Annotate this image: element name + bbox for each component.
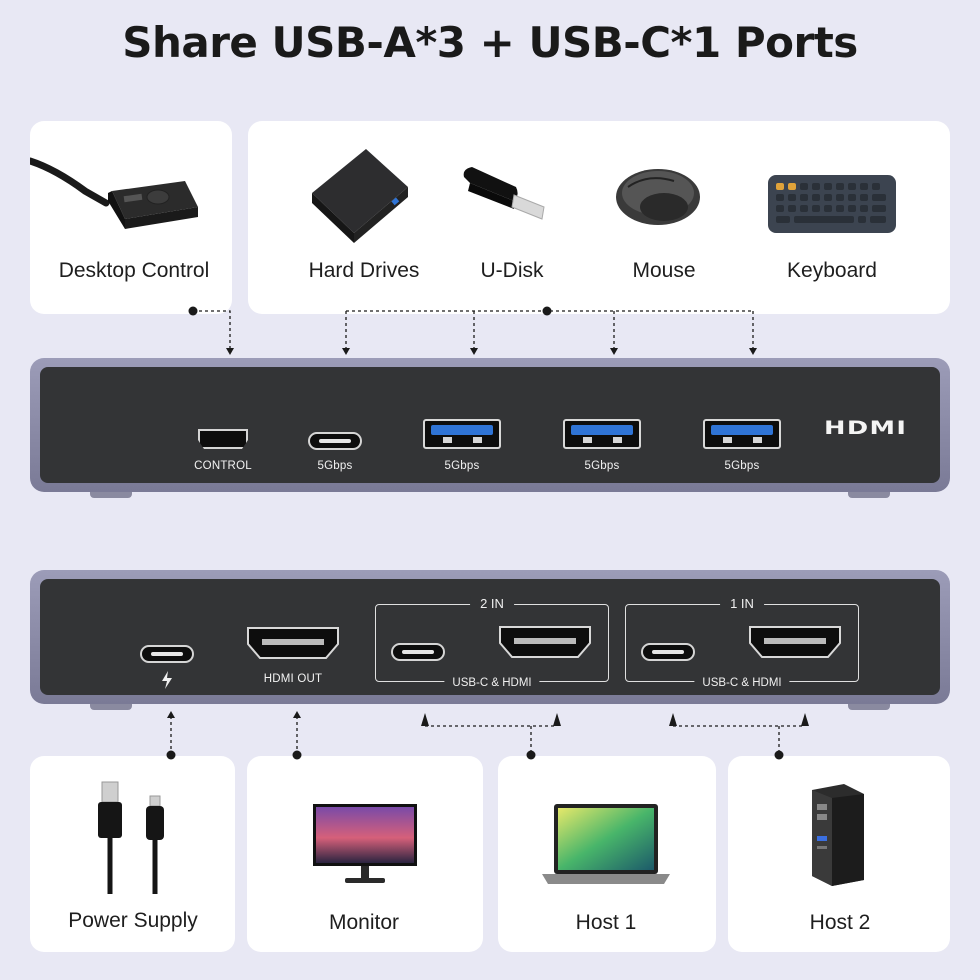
desktop-control-label: Desktop Control [58,259,210,282]
host1-label: Host 1 [575,911,637,934]
usb-devices-card: Hard Drives U-Disk Mouse Keyboard [248,121,950,314]
input-1-usb-c-port [641,643,695,661]
power-usb-c-port [140,645,194,663]
usb-a-port-1-label: 5Gbps [444,460,480,472]
power-cable-icon [98,781,164,894]
lightning-bolt-icon [162,671,172,689]
usb-a-port-1 [423,419,501,449]
input-group-2-title: 2 IN [470,596,514,611]
mouse-label: Mouse [632,259,696,282]
keyboard-label: Keyboard [787,259,877,282]
hdmi-logo: HDMI [824,417,908,439]
rear-panel: HDMI OUT 2 IN USB-C & HDMI 1 IN USB-C & … [30,570,950,704]
desktop-control-card: Desktop Control [30,121,232,314]
input-2-usb-c-port [391,643,445,661]
power-supply-card: Power Supply [30,756,235,952]
hard-drives-label: Hard Drives [308,259,420,282]
u-disk-label: U-Disk [480,259,544,282]
usb-a-port-3-label: 5Gbps [724,460,760,472]
hard-drive-icon [312,149,408,243]
input-2-hdmi-port [499,626,591,658]
desktop-tower-icon [812,784,864,886]
hdmi-out-label: HDMI OUT [263,673,323,685]
host2-card: Host 2 [728,756,950,952]
hdmi-out-port [247,627,339,659]
desktop-control-icon [30,157,198,229]
page-title: Share USB-A*3 + USB-C*1 Ports [122,18,858,67]
input-group-1-subtitle: USB-C & HDMI [694,677,790,689]
usb-a-port-2 [563,419,641,449]
mouse-icon [616,169,700,225]
front-panel-face: CONTROL 5Gbps 5Gbps 5Gbps 5Gbps HDMI [40,367,940,483]
input-group-1-title: 1 IN [720,596,764,611]
rear-foot-left [90,704,132,710]
input-group-1: 1 IN USB-C & HDMI [625,596,859,689]
monitor-card: Monitor [247,756,483,952]
power-supply-label: Power Supply [68,909,198,932]
front-foot-right [848,492,890,498]
input-1-hdmi-port [749,626,841,658]
front-foot-left [90,492,132,498]
laptop-icon [542,804,670,884]
rear-foot-right [848,704,890,710]
rear-panel-face: HDMI OUT 2 IN USB-C & HDMI 1 IN USB-C & … [40,579,940,695]
usb-flash-drive-icon [463,167,545,220]
front-usb-c-label: 5Gbps [317,460,353,472]
host1-card: Host 1 [498,756,716,952]
control-mini-usb-port [198,429,248,449]
usb-a-port-3 [703,419,781,449]
usb-a-port-2-label: 5Gbps [584,460,620,472]
monitor-icon [313,804,417,883]
host2-label: Host 2 [809,911,871,934]
monitor-label: Monitor [328,911,400,934]
front-panel: CONTROL 5Gbps 5Gbps 5Gbps 5Gbps HDMI [30,358,950,492]
keyboard-icon [768,175,896,233]
front-usb-c-port [308,432,362,450]
input-group-2: 2 IN USB-C & HDMI [375,596,609,689]
control-port-label: CONTROL [194,460,252,472]
input-group-2-subtitle: USB-C & HDMI [444,677,540,689]
